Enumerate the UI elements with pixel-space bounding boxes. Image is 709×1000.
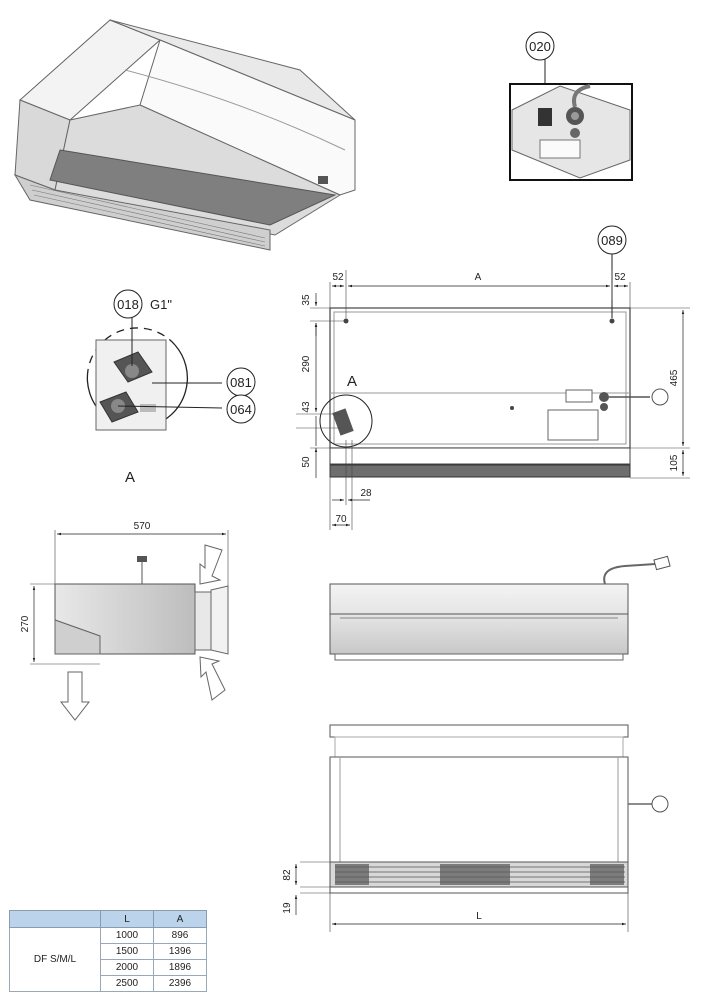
dim-105: 105 — [669, 454, 680, 471]
bottom-view: 82 19 L — [282, 724, 669, 932]
table-cell-l: 2500 — [100, 975, 154, 992]
dim-l: L — [476, 911, 482, 922]
rear-dimension-view: A 089 52 A 52 35 290 43 50 — [296, 225, 690, 530]
callout-020: 020 — [529, 39, 551, 54]
isometric-unit-view — [13, 19, 356, 251]
table-cell-l: 2000 — [100, 959, 154, 976]
dim-52-left: 52 — [332, 272, 344, 283]
thread-size-label: G1" — [150, 297, 172, 312]
callout-089: 089 — [601, 233, 623, 248]
detail-a-view: 018 G1" 081 064 A — [86, 289, 256, 486]
dim-465: 465 — [669, 369, 680, 386]
table-model-cell: DF S/M/L — [9, 927, 101, 992]
table-header-l: L — [100, 910, 154, 928]
table-header-model — [9, 910, 101, 928]
detail-a-label: A — [125, 469, 135, 486]
table-cell-a: 2396 — [153, 975, 207, 992]
dim-70: 70 — [335, 514, 347, 525]
detail-a-marker: A — [347, 373, 357, 390]
table-row: 2500 2396 — [10, 975, 207, 992]
callout-018-circle — [113, 289, 143, 319]
front-view — [329, 555, 671, 661]
table-cell-a: 1896 — [153, 959, 207, 976]
airflow-in-arrow-top — [199, 544, 223, 585]
airflow-in-arrow-bottom — [199, 656, 226, 701]
table-row: 1500 1396 — [10, 943, 207, 960]
table-cell-a: 896 — [153, 927, 207, 944]
table-header-a: A — [153, 910, 207, 928]
dim-28: 28 — [360, 488, 372, 499]
dim-19: 19 — [282, 902, 293, 914]
dim-82: 82 — [282, 869, 293, 881]
dim-50: 50 — [301, 456, 312, 468]
dim-a-top: A — [475, 272, 482, 283]
model-dimension-table: L A DF S/M/L 1000 896 1500 1396 2000 189… — [9, 910, 207, 992]
table-row: 2000 1896 — [10, 959, 207, 976]
callout-018: 018 — [117, 297, 139, 312]
dim-570: 570 — [134, 521, 151, 532]
callout-020-circle — [525, 31, 555, 61]
table-cell-l: 1000 — [100, 927, 154, 944]
detail-020-view: 020 — [509, 31, 633, 181]
table-cell-a: 1396 — [153, 943, 207, 960]
dim-290: 290 — [301, 355, 312, 372]
dim-52-right: 52 — [614, 272, 626, 283]
callout-064: 064 — [230, 402, 252, 417]
callout-081: 081 — [230, 375, 252, 390]
dim-270: 270 — [20, 615, 31, 632]
dim-35: 35 — [301, 294, 312, 306]
side-view: 570 270 — [20, 521, 229, 721]
callout-064-circle — [226, 394, 256, 424]
dim-43: 43 — [301, 401, 312, 413]
table-header-row: L A — [9, 910, 207, 928]
airflow-down-arrow — [59, 671, 91, 721]
table-cell-l: 1500 — [100, 943, 154, 960]
table-row: DF S/M/L 1000 896 — [9, 927, 207, 992]
